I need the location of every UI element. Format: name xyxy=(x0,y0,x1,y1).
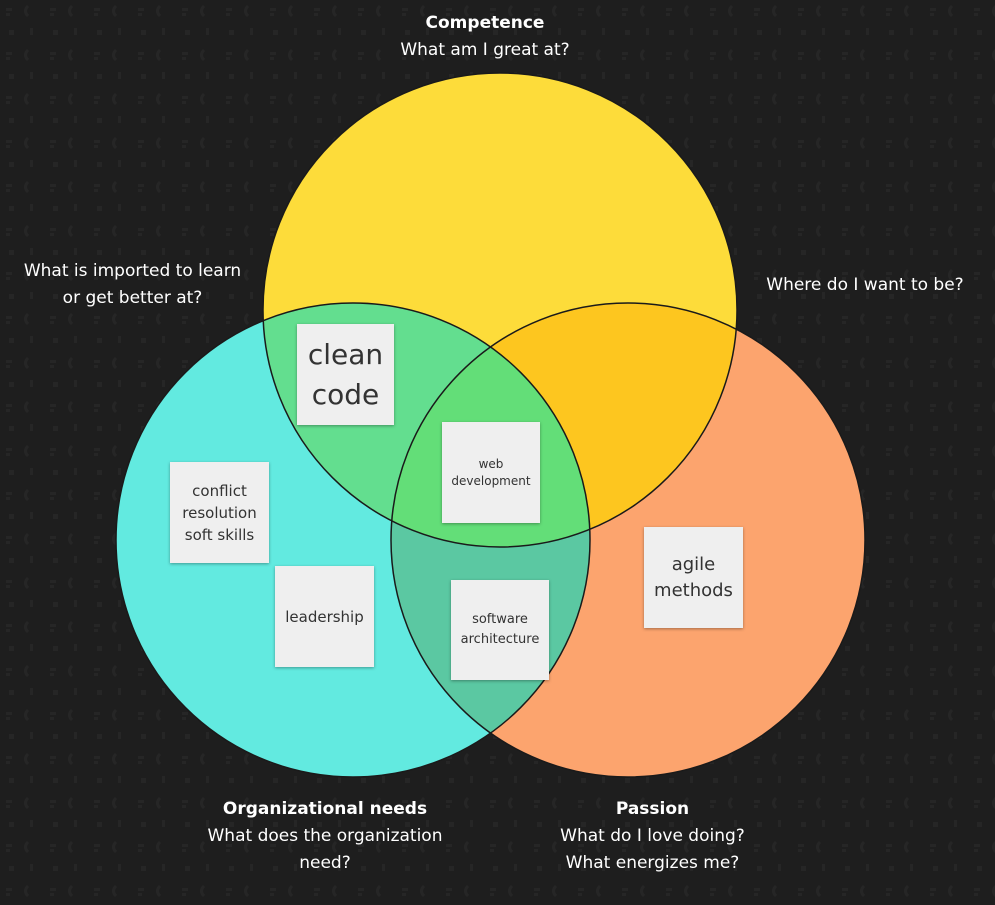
org-label: Organizational needs What does the organ… xyxy=(180,796,470,877)
web-dev-line2: development xyxy=(451,473,531,488)
sticky-note-conflict-resolution[interactable]: conflict resolution soft skills xyxy=(170,462,269,563)
where-question: Where do I want to be? xyxy=(766,275,964,295)
agile-line2: methods xyxy=(654,579,733,601)
org-question-line1: What does the organization xyxy=(207,826,443,846)
circle-outlines xyxy=(115,72,866,778)
clean-code-line1: clean xyxy=(307,337,384,371)
where-label: Where do I want to be? xyxy=(755,272,975,299)
sticky-note-software-architecture[interactable]: software architecture xyxy=(451,580,549,680)
software-arch-line2: architecture xyxy=(460,632,540,647)
conflict-line1: conflict xyxy=(192,481,247,500)
sticky-note-web-development[interactable]: web development xyxy=(442,422,540,523)
passion-title: Passion xyxy=(615,799,690,819)
sticky-note-agile-methods[interactable]: agile methods xyxy=(644,527,743,628)
clean-code-line2: code xyxy=(311,377,380,411)
passion-question-line2: What energizes me? xyxy=(565,853,740,873)
leadership-text: leadership xyxy=(285,607,364,626)
software-arch-line1: software xyxy=(472,612,528,627)
competence-question: What am I great at? xyxy=(400,40,570,60)
learn-question-line1: What is imported to learn xyxy=(23,261,242,281)
web-dev-line1: web xyxy=(478,456,504,471)
passion-question-line1: What do I love doing? xyxy=(560,826,745,846)
overlap-center xyxy=(391,303,590,547)
competence-title: Competence xyxy=(425,13,545,33)
learn-question-line2: or get better at? xyxy=(62,288,203,308)
competence-label: Competence What am I great at? xyxy=(350,10,620,64)
org-question-line2: need? xyxy=(299,853,351,873)
org-title: Organizational needs xyxy=(222,799,428,819)
conflict-line3: soft skills xyxy=(184,525,255,544)
sticky-note-leadership[interactable]: leadership xyxy=(275,566,374,667)
agile-line1: agile xyxy=(671,553,716,575)
learn-label: What is imported to learn or get better … xyxy=(10,258,255,312)
sticky-note-clean-code[interactable]: clean code xyxy=(297,324,394,425)
conflict-line2: resolution xyxy=(182,503,257,522)
passion-label: Passion What do I love doing? What energ… xyxy=(530,796,775,877)
